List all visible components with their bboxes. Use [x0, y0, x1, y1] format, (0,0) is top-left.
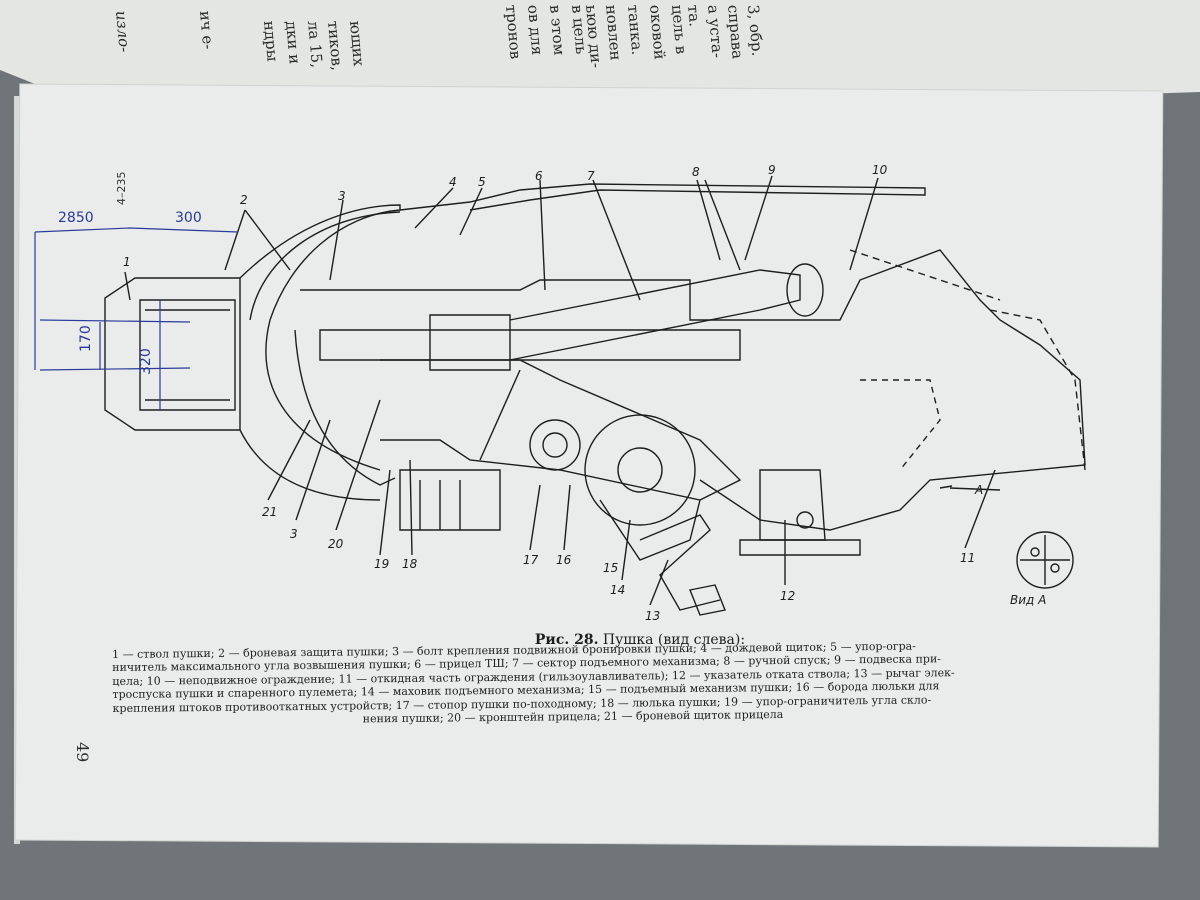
recoil-cylinder — [319, 329, 741, 361]
barrel-muzzle-shape — [104, 277, 241, 431]
callout-6: 6 — [535, 169, 543, 183]
figure-number: Рис. 28. — [534, 632, 599, 648]
handwheel — [639, 514, 721, 611]
callout-13: 13 — [645, 609, 660, 623]
callout-10: 10 — [872, 163, 888, 177]
elevation-gear — [584, 414, 696, 526]
dim-320: 320 — [138, 348, 154, 375]
roof-plate — [399, 183, 926, 211]
recoil-indicator-mount — [759, 469, 826, 541]
callout-14: 14 — [610, 583, 625, 597]
callout-4: 4 — [449, 175, 457, 189]
callout-9: 9 — [768, 163, 776, 177]
facing-page: изло- ич е- ющих тиков, ла 15, дки и ндр… — [0, 0, 1200, 96]
dim-300: 300 — [175, 210, 202, 226]
view-a-label: Вид А — [1010, 593, 1046, 607]
leader-2 — [224, 209, 291, 271]
view-a-detail — [1016, 531, 1074, 589]
callout-11: 11 — [960, 551, 975, 565]
dim-2850: 2850 — [58, 210, 94, 226]
page-number: 49 — [73, 742, 92, 763]
figure-legend: 1 — ствол пушки; 2 — броневая защита пуш… — [112, 638, 1103, 729]
margin-code: 4–235 — [115, 172, 128, 206]
lower-cradle — [380, 359, 742, 501]
callout-19: 19 — [374, 557, 389, 571]
mantlet-arc — [239, 204, 401, 471]
callout-3-bottom: 3 — [290, 527, 298, 541]
callout-5: 5 — [478, 175, 486, 189]
sight-tube — [509, 269, 801, 361]
callout-8: 8 — [692, 165, 700, 179]
handwritten-dimensions — [34, 227, 239, 410]
callout-2: 2 — [240, 193, 248, 207]
figure-title: Пушка (вид слева): — [602, 632, 746, 648]
callout-7: 7 — [587, 169, 595, 183]
dim-170: 170 — [78, 325, 94, 352]
callout-18: 18 — [402, 557, 418, 571]
callout-16: 16 — [556, 553, 572, 567]
callout-20: 20 — [328, 537, 344, 551]
callout-3-top: 3 — [338, 189, 346, 203]
figure-caption: Рис. 28. Пушка (вид слева): — [470, 632, 810, 648]
callout-17: 17 — [523, 553, 539, 567]
guard-dashed — [989, 309, 1086, 471]
callout-1: 1 — [123, 255, 131, 269]
callout-15: 15 — [603, 561, 618, 575]
callout-21: 21 — [262, 505, 277, 519]
callout-12: 12 — [780, 589, 795, 603]
section-mark-a: А — [974, 483, 983, 497]
